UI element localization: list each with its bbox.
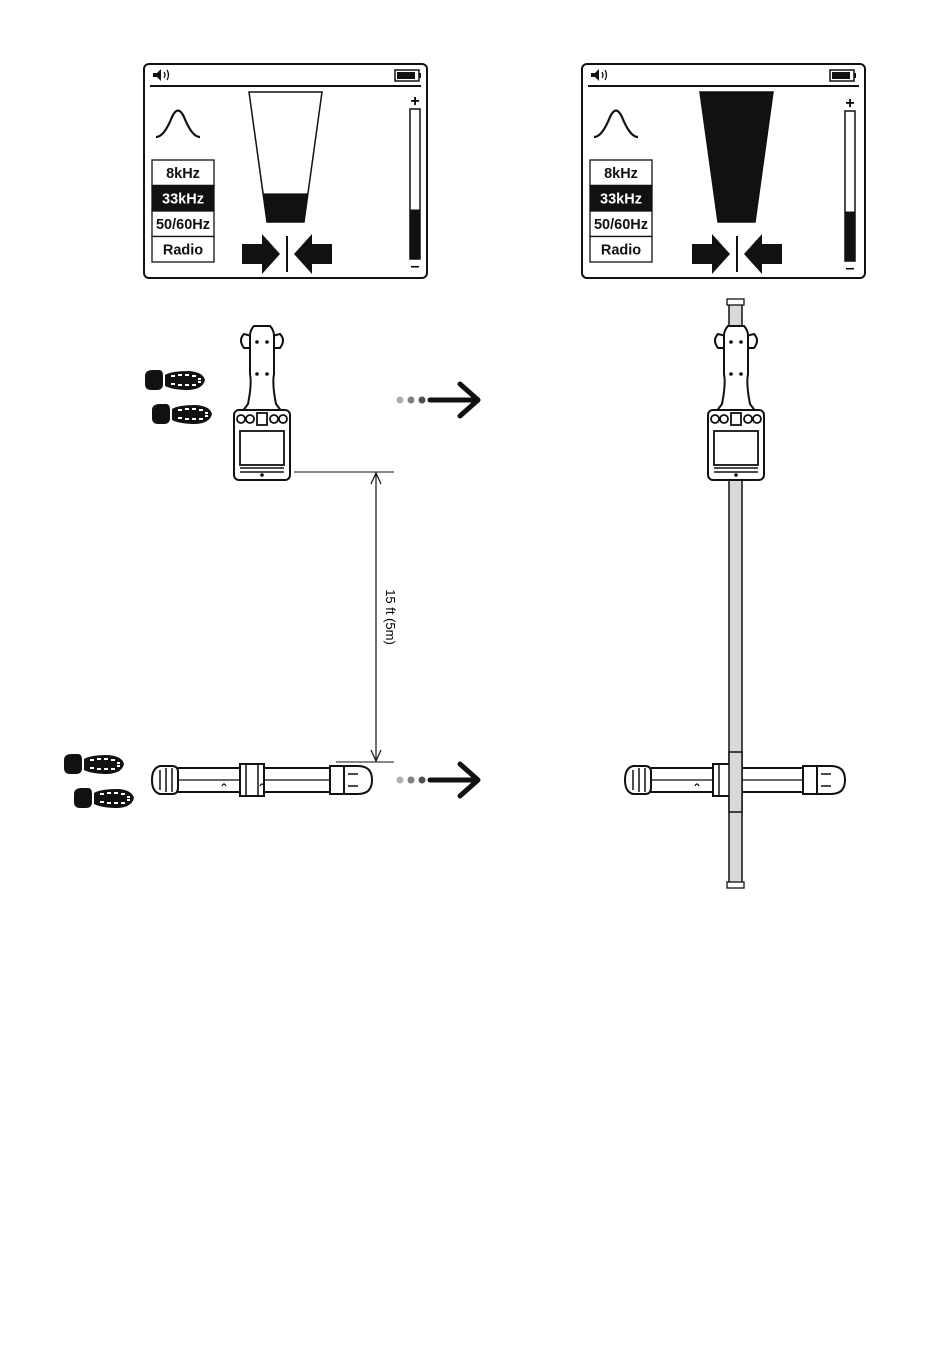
battery-icon bbox=[830, 70, 856, 81]
motion-arrow-icon bbox=[397, 764, 479, 796]
motion-arrow-icon bbox=[397, 384, 479, 416]
frequency-option-label: 33kHz bbox=[162, 192, 204, 208]
locator-side-view bbox=[152, 764, 372, 796]
frequency-option-label: 8kHz bbox=[604, 166, 638, 182]
gauge-minus-label: – bbox=[411, 258, 420, 275]
footprint-icon bbox=[145, 370, 212, 424]
locator-top-view bbox=[234, 326, 290, 480]
frequency-option-label: Radio bbox=[163, 243, 203, 259]
gauge-fill bbox=[845, 212, 855, 262]
frequency-option-label: 50/60Hz bbox=[594, 217, 648, 233]
frequency-option-label: 33kHz bbox=[600, 192, 642, 208]
gain-gauge: + – bbox=[410, 93, 420, 275]
frequency-option-label: Radio bbox=[601, 243, 641, 259]
frequency-option-label: 8kHz bbox=[166, 166, 200, 182]
gauge-fill bbox=[410, 210, 420, 260]
locator-top-view bbox=[708, 326, 764, 480]
battery-icon bbox=[395, 70, 421, 81]
footprint-icon bbox=[64, 754, 134, 808]
frequency-option-label: 50/60Hz bbox=[156, 217, 210, 233]
gain-gauge: + – bbox=[845, 95, 855, 277]
gauge-minus-label: – bbox=[846, 260, 855, 277]
gauge-plus-label: + bbox=[410, 93, 419, 110]
distance-dimension: 15 ft (5m) bbox=[294, 472, 398, 762]
gauge-plus-label: + bbox=[845, 95, 854, 112]
distance-label: 15 ft (5m) bbox=[383, 589, 398, 645]
buried-line-crossing bbox=[729, 752, 742, 812]
